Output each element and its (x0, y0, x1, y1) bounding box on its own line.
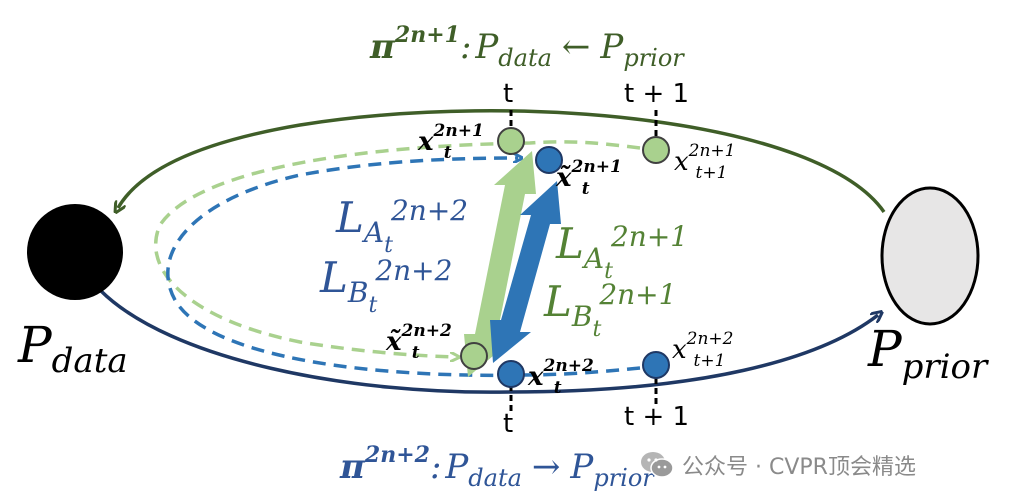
wechat-icon (641, 452, 674, 478)
time-label-top-t: t (503, 79, 513, 109)
loss-label-a-2n1: LAt2n+1 (555, 219, 688, 284)
point-x-t-2n1 (497, 127, 525, 155)
bottom-title: π2n+2:Pdata→Pprior (339, 442, 655, 492)
watermark-text: 公众号 · CVPR顶会精选 (682, 455, 916, 480)
time-label-bottom-t1: t + 1 (624, 402, 689, 432)
backward-arc-dark-blue (98, 288, 878, 394)
point-x-t1-2n1 (642, 136, 670, 164)
p-data-label: Pdata (17, 316, 128, 381)
loss-label-a-2n2: LAt2n+2 (335, 193, 468, 258)
loss-label-b-2n2: LBt2n+2 (319, 253, 452, 318)
point-xtilde-t-2n2 (460, 342, 488, 370)
time-label-bottom-t: t (503, 409, 513, 439)
p-data-node (27, 204, 123, 300)
watermark: 公众号 · CVPR顶会精选 (640, 448, 1010, 482)
p-prior-node (880, 186, 980, 326)
point-x-t-2n2 (497, 360, 525, 388)
loss-arrow-blue (490, 181, 561, 363)
top-title: π2n+1:Pdata←Pprior (369, 22, 685, 72)
point-xtilde-t-2n1 (535, 146, 563, 174)
forward-arc-dark-green (118, 109, 886, 212)
dashed-path-light-green (154, 140, 641, 357)
dashed-path-blue (166, 158, 641, 378)
loss-arrow-light-green (464, 151, 536, 377)
p-prior-label: Pprior (867, 320, 989, 387)
time-label-top-t1: t + 1 (624, 79, 689, 109)
point-x-t1-2n2 (642, 351, 670, 379)
loss-label-b-2n1: LBt2n+1 (543, 277, 676, 342)
